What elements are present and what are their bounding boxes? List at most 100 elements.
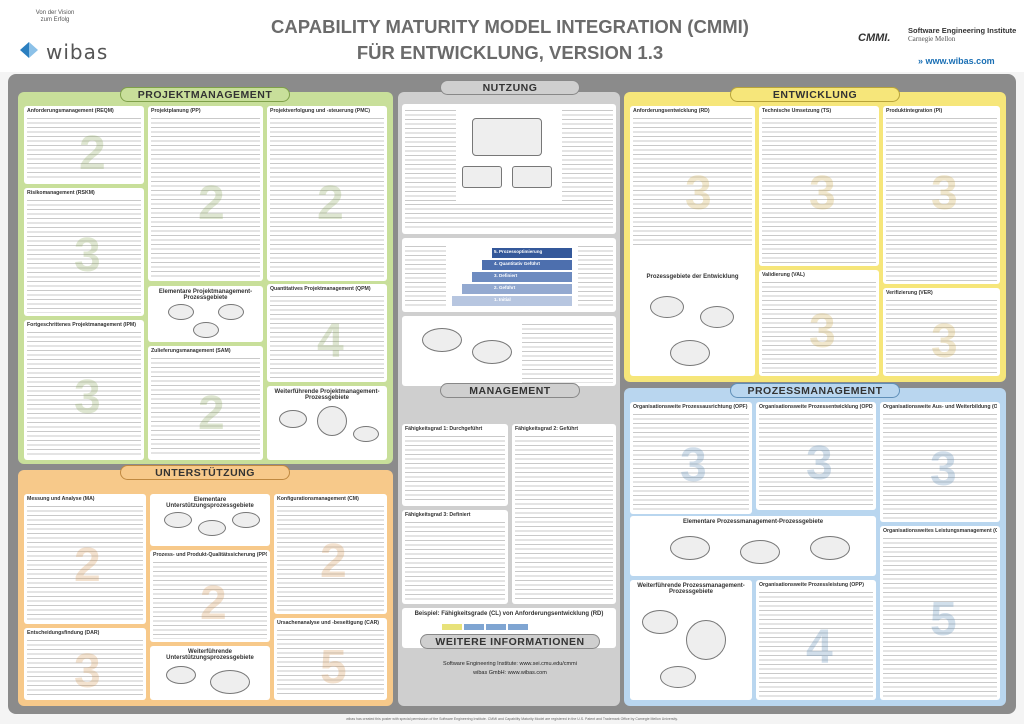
card-ppqa: Prozess- und Produkt-Qualitätssicherung … xyxy=(150,550,270,642)
card-title: Projektverfolgung und -steuerung (PMC) xyxy=(270,108,371,114)
level-number: 3 xyxy=(809,167,836,220)
section-unterstuetzung: UNTERSTÜTZUNG xyxy=(120,465,290,480)
card-ot: Organisationsweite Aus- und Weiterbildun… xyxy=(880,402,1000,522)
diagram-title: Elementare Projektmanagement-Prozessgebi… xyxy=(158,289,253,301)
poster-title: CAPABILITY MATURITY MODEL INTEGRATION (C… xyxy=(220,14,800,66)
card-cl2: Fähigkeitsgrad 2: Geführt xyxy=(512,424,616,604)
level-number: 2 xyxy=(200,577,227,630)
level-number: 3 xyxy=(809,305,836,358)
card-val: Validierung (VAL)3 xyxy=(759,270,879,376)
card-title: Technische Umsetzung (TS) xyxy=(762,108,832,114)
level-number: 3 xyxy=(680,439,707,492)
card-title: Zulieferungsmanagement (SAM) xyxy=(151,348,231,354)
level-number: 3 xyxy=(931,315,958,368)
elem-pm-diagram: Elementare Projektmanagement-Prozessgebi… xyxy=(148,286,263,342)
elem-sup-diagram: Elementare Unterstützungsprozessgebiete xyxy=(150,494,270,546)
unterstuetzung-panel: Messung und Analyse (MA) 2 Elementare Unt… xyxy=(18,470,393,706)
diagram-title: Prozessgebiete der Entwicklung xyxy=(646,274,739,280)
card-ipm: Fortgeschrittenes Projektmanagement (IPM… xyxy=(24,320,144,460)
wibas-logo-icon xyxy=(20,42,38,58)
level-number: 2 xyxy=(320,535,347,588)
card-title: Produktintegration (PI) xyxy=(886,108,943,114)
wibas-wordmark: wibas xyxy=(46,40,109,64)
card-title: Anforderungsmanagement (REQM) xyxy=(27,108,114,114)
card-title: Ursachenanalyse und -beseitigung (CAR) xyxy=(277,620,380,626)
card-title: Quantitatives Projektmanagement (QPM) xyxy=(270,286,371,292)
section-projektmanagement: PROJEKTMANAGEMENT xyxy=(120,87,290,102)
level-number: 2 xyxy=(198,177,225,230)
card-title: Organisationsweite Aus- und Weiterbildun… xyxy=(883,404,997,410)
diagram-title: Weiterführende Unterstützungsprozessgebi… xyxy=(166,649,254,661)
card-title: Prozess- und Produkt-Qualitätssicherung … xyxy=(153,552,267,558)
diagram-title: Weiterführende Prozessmanagement-Prozess… xyxy=(637,583,745,595)
website-link[interactable]: » www.wibas.com xyxy=(918,56,995,66)
card-opf: Organisationsweite Prozessausrichtung (O… xyxy=(630,402,752,514)
level-number: 2 xyxy=(317,177,344,230)
maturity-level-label: 2. Geführt xyxy=(494,285,516,290)
maturity-level-label: 3. Definiert xyxy=(494,273,518,278)
elem-prz-diagram: Elementare Prozessmanagement-Prozessgebi… xyxy=(630,516,876,576)
level-number: 5 xyxy=(320,641,347,694)
weit-pm-diagram: Weiterführende Projektmanagement-Prozess… xyxy=(267,386,387,460)
card-pmc: Projektverfolgung und -steuerung (PMC) 2 xyxy=(267,106,387,281)
credits: Software Engineering Institute: www.sei.… xyxy=(440,660,580,678)
footer-text: wibas has created this poster with speci… xyxy=(346,717,678,721)
card-sam: Zulieferungsmanagement (SAM)2 xyxy=(148,346,263,460)
diagram-title: Elementare Unterstützungsprozessgebiete xyxy=(166,497,254,509)
level-number: 2 xyxy=(79,127,106,180)
level-number: 5 xyxy=(930,593,957,646)
card-title: Fähigkeitsgrad 2: Geführt xyxy=(515,426,579,432)
card-title: Risikomanagement (RSKM) xyxy=(27,190,95,196)
sei-name: Software Engineering Institute xyxy=(908,26,1017,35)
card-dar: Entscheidungsfindung (DAR)3 xyxy=(24,628,146,700)
card-opd: Organisationsweite Prozessentwicklung (O… xyxy=(756,402,876,510)
card-rd: Anforderungsentwicklung (RD)3 Prozessgeb… xyxy=(630,106,755,376)
card-title: Konfigurationsmanagement (CM) xyxy=(277,496,359,502)
card-ts: Technische Umsetzung (TS) 3 xyxy=(759,106,879,266)
wibas-link[interactable]: wibas GmbH: www.wibas.com xyxy=(473,670,547,676)
wibas-logo: wibas xyxy=(18,38,128,64)
level-number: 3 xyxy=(931,167,958,220)
level-number: 3 xyxy=(806,437,833,490)
card-opm: Organisationsweites Leistungsmanagement … xyxy=(880,526,1000,700)
card-title: Organisationsweite Prozessleistung (OPP) xyxy=(759,582,864,588)
entwicklung-panel: Anforderungsentwicklung (RD) 3 Prozessgeb… xyxy=(624,92,1006,382)
sei-link[interactable]: Software Engineering Institute: www.sei.… xyxy=(443,661,577,667)
nutzung-diagram-1 xyxy=(402,104,616,234)
card-title: Fähigkeitsgrad 1: Durchgeführt xyxy=(405,426,483,432)
sei-logo: Software Engineering Institute Carnegie … xyxy=(908,26,1018,44)
section-entwicklung: ENTWICKLUNG xyxy=(730,87,900,102)
level-number: 3 xyxy=(74,229,101,282)
level-number: 3 xyxy=(74,371,101,424)
level-number: 3 xyxy=(930,443,957,496)
card-title: Verifizierung (VER) xyxy=(886,290,933,296)
card-cm: Konfigurationsmanagement (CM) 2 xyxy=(274,494,387,614)
card-title: Anforderungsentwicklung (RD) xyxy=(633,108,710,114)
card-opp: Organisationsweite Prozessleistung (OPP)… xyxy=(756,580,876,700)
card-car: Ursachenanalyse und -beseitigung (CAR) 5 xyxy=(274,618,387,700)
card-title: Messung und Analyse (MA) xyxy=(27,496,95,502)
diagram-title: Elementare Prozessmanagement-Prozessgebi… xyxy=(682,519,824,525)
card-qpm: Quantitatives Projektmanagement (QPM)4 xyxy=(267,284,387,382)
card-pi: Produktintegration (PI) 3 xyxy=(883,106,1000,284)
diagram-title: Weiterführende Projektmanagement-Prozess… xyxy=(274,389,380,401)
card-title: Fähigkeitsgrad 3: Definiert xyxy=(405,512,471,518)
level-number: 2 xyxy=(74,539,101,592)
card-reqm: Anforderungsmanagement (REQM) 2 xyxy=(24,106,144,184)
section-prozessmanagement: PROZESSMANAGEMENT xyxy=(730,383,900,398)
weit-sup-diagram: Weiterführende Unterstützungsprozessgebi… xyxy=(150,646,270,700)
cmu-name: Carnegie Mellon xyxy=(908,35,956,43)
maturity-level-label: 5. Prozessoptimierung xyxy=(494,249,543,254)
section-weitere-informationen: WEITERE INFORMATIONEN xyxy=(420,634,600,649)
prozessmanagement-panel: Organisationsweite Prozessausrichtung (O… xyxy=(624,388,1006,706)
card-title: Organisationsweite Prozessausrichtung (O… xyxy=(633,404,748,410)
card-cl1: Fähigkeitsgrad 1: Durchgeführt xyxy=(402,424,508,506)
card-ma: Messung und Analyse (MA) 2 xyxy=(24,494,146,624)
card-cl3: Fähigkeitsgrad 3: Definiert xyxy=(402,510,508,604)
maturity-level-label: 1. Initial xyxy=(494,297,511,302)
card-rskm: Risikomanagement (RSKM) 3 xyxy=(24,188,144,316)
card-pp: Projektplanung (PP)2 xyxy=(148,106,263,281)
card-title: Fortgeschrittenes Projektmanagement (IPM… xyxy=(27,322,136,328)
